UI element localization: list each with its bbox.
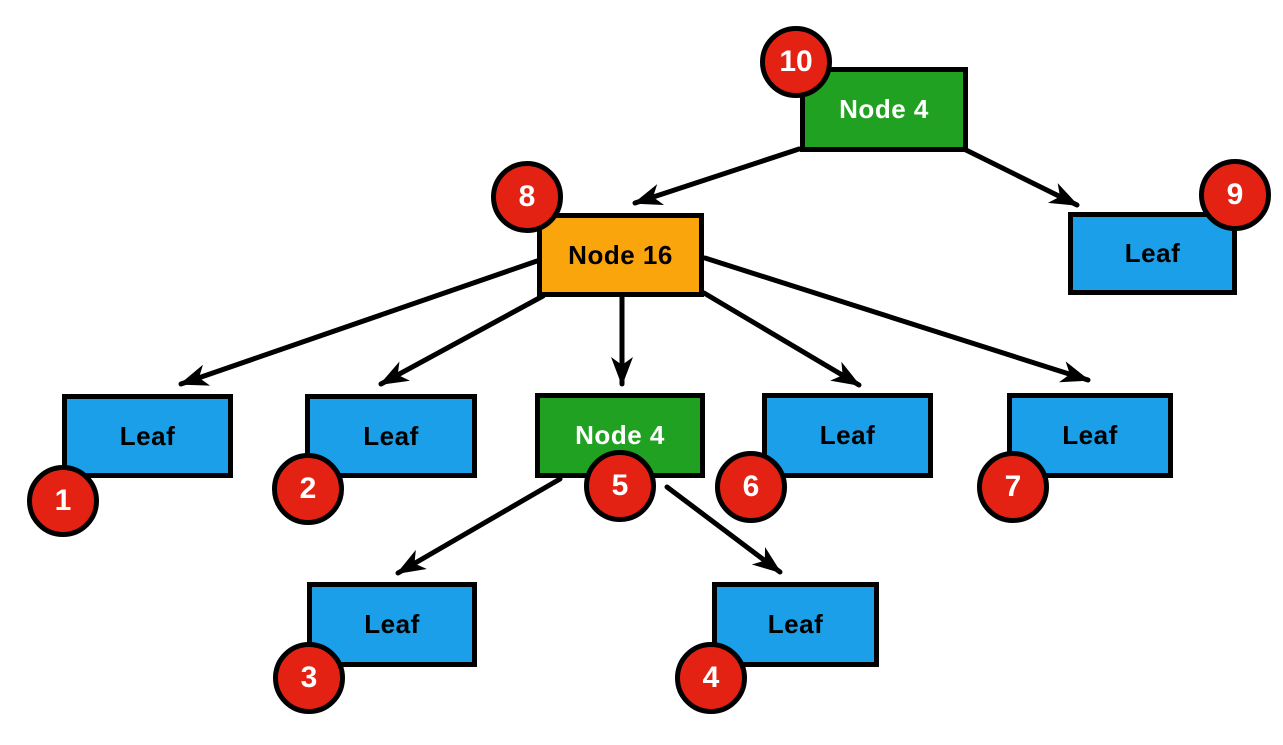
tree-node-leaf-1: Leaf xyxy=(62,394,233,478)
edge-arrow-node16-to-leaf-2 xyxy=(378,293,546,387)
order-badge-6: 6 xyxy=(715,451,787,523)
tree-node-leaf-9: Leaf xyxy=(1068,212,1237,295)
node-label-leaf-2: Leaf xyxy=(363,420,419,451)
tree-node-node16: Node 16 xyxy=(537,213,704,297)
order-badge-2: 2 xyxy=(272,453,344,525)
edge-arrow-node16-to-leaf-1 xyxy=(178,258,540,387)
edge-arrow-node16-to-leaf-7 xyxy=(702,255,1091,383)
edge-arrow-node4-root-to-leaf-9 xyxy=(963,147,1080,208)
order-badge-8: 8 xyxy=(491,161,563,233)
node-label-leaf-6: Leaf xyxy=(819,420,876,450)
node-label-node16: Node 16 xyxy=(568,239,673,270)
tree-node-leaf-6: Leaf xyxy=(762,393,933,478)
order-badge-5: 5 xyxy=(584,450,656,522)
order-badge-7: 7 xyxy=(977,451,1049,523)
tree-node-node4-root: Node 4 xyxy=(800,67,968,152)
node-label-leaf-1: Leaf xyxy=(119,420,176,451)
node-label-leaf-9: Leaf xyxy=(1124,238,1181,268)
edge-arrow-node4-mid-to-leaf-4 xyxy=(664,484,783,575)
node-label-node4-root: Node 4 xyxy=(839,94,929,124)
order-badge-9: 9 xyxy=(1199,159,1271,231)
edge-arrow-node4-mid-to-leaf-3 xyxy=(395,476,563,576)
order-badge-4: 4 xyxy=(675,642,747,714)
node-label-leaf-4: Leaf xyxy=(767,609,824,639)
tree-node-node4-mid: Node 4 xyxy=(535,393,705,478)
edge-arrow-node16-to-leaf-6 xyxy=(701,290,862,388)
order-badge-10: 10 xyxy=(760,26,832,98)
tree-node-leaf-4: Leaf xyxy=(712,582,879,667)
edge-arrow-node4-root-to-node16 xyxy=(632,146,802,206)
node-label-node4-mid: Node 4 xyxy=(575,420,665,450)
node-label-leaf-7: Leaf xyxy=(1062,420,1118,450)
order-badge-3: 3 xyxy=(273,642,345,714)
order-badge-1: 1 xyxy=(27,465,99,537)
node-label-leaf-3: Leaf xyxy=(364,609,420,639)
